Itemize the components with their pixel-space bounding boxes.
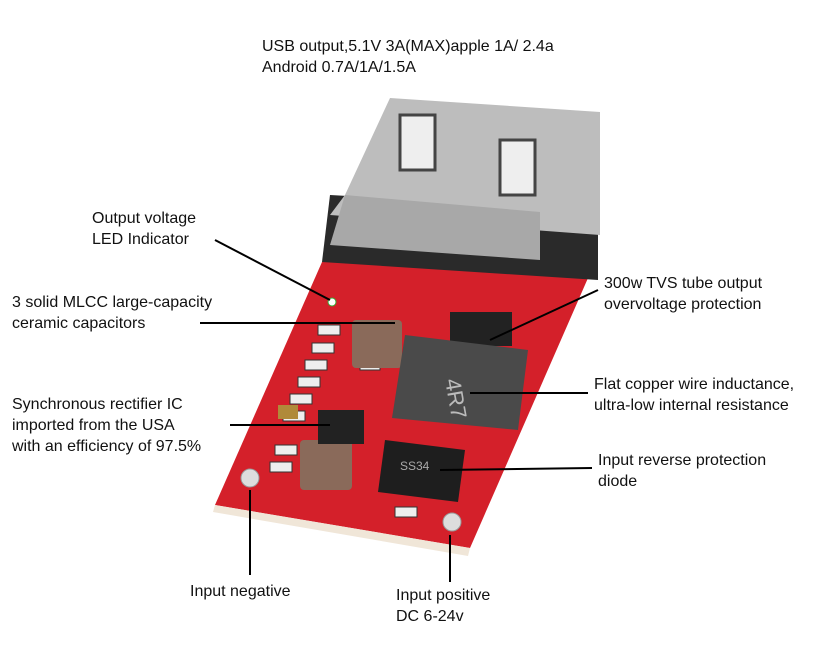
- label-ic: Synchronous rectifier IC imported from t…: [12, 394, 201, 457]
- label-led: Output voltage LED Indicator: [92, 208, 196, 250]
- label-mlcc: 3 solid MLCC large-capacity ceramic capa…: [12, 292, 212, 334]
- capacitor: [300, 440, 352, 490]
- capacitor: [352, 320, 402, 368]
- inductor: [392, 335, 528, 430]
- label-diode: Input reverse protection diode: [598, 450, 766, 492]
- label-line: ceramic capacitors: [12, 315, 146, 332]
- label-line: with an efficiency of 97.5%: [12, 438, 202, 455]
- usb-metal-face: [330, 195, 540, 260]
- label-input-positive: Input positive DC 6-24v: [396, 585, 490, 627]
- label-tvs: 300w TVS tube output overvoltage protect…: [604, 273, 762, 315]
- label-line: diode: [598, 473, 638, 490]
- label-line: overvoltage protection: [604, 296, 762, 313]
- label-line: Synchronous rectifier IC: [12, 396, 183, 413]
- label-line: Flat copper wire inductance,: [594, 376, 795, 393]
- usb-latch: [498, 138, 537, 197]
- label-inductor: Flat copper wire inductance, ultra-low i…: [594, 374, 794, 416]
- rectifier-ic: [318, 410, 364, 444]
- label-line: Input reverse protection: [598, 452, 767, 469]
- input-positive-pad: [442, 512, 462, 532]
- title-line2: Android 0.7A/1A/1.5A: [262, 59, 416, 76]
- label-line: imported from the USA: [12, 417, 175, 434]
- title-block: USB output,5.1V 3A(MAX)apple 1A/ 2.4a An…: [262, 36, 554, 78]
- label-line: LED Indicator: [92, 231, 189, 248]
- capacitor: [278, 405, 298, 419]
- tvs-diode: [450, 312, 512, 346]
- label-line: Input positive: [396, 587, 491, 604]
- diode-mark: SS34: [400, 459, 430, 473]
- reverse-diode: [378, 440, 465, 502]
- label-line: ultra-low internal resistance: [594, 397, 789, 414]
- pcb-edge: [213, 505, 470, 556]
- label-line: 300w TVS tube output: [604, 275, 763, 292]
- label-line: 3 solid MLCC large-capacity: [12, 294, 213, 311]
- title-line1: USB output,5.1V 3A(MAX)apple 1A/ 2.4a: [262, 38, 554, 55]
- usb-latch: [398, 113, 437, 172]
- label-input-negative: Input negative: [190, 581, 291, 602]
- label-line: DC 6-24v: [396, 608, 464, 625]
- label-line: Input negative: [190, 583, 291, 600]
- input-negative-pad: [240, 468, 260, 488]
- leader-lines: [200, 239, 599, 582]
- label-line: Output voltage: [92, 210, 197, 227]
